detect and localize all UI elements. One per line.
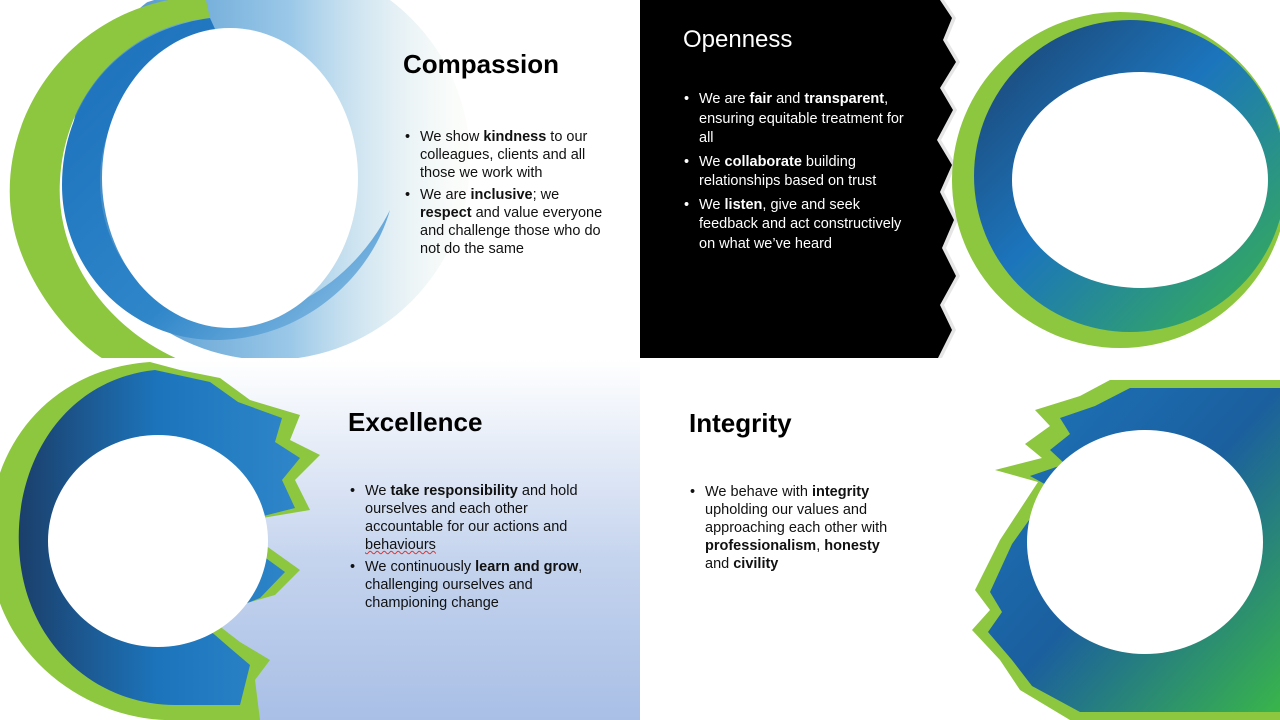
excellence-slide: Excellence We take responsibility and ho… xyxy=(0,360,640,720)
text-run: , ensuring equitable treatment for all xyxy=(699,91,904,146)
bold-text: respect xyxy=(420,205,472,221)
bullet-item: We are fair and transparent, ensuring eq… xyxy=(684,90,912,149)
bold-text: transparent xyxy=(804,91,885,107)
bullet-list: We are fair and transparent, ensuring eq… xyxy=(684,90,912,258)
ring-green-arc xyxy=(9,0,210,358)
gradient-ring-icon xyxy=(0,0,470,358)
bullet-item: We behave with integrity upholding our v… xyxy=(690,483,902,573)
text-run: We are xyxy=(699,91,750,107)
text-run: behaviours xyxy=(365,537,436,553)
bold-text: learn and grow xyxy=(475,559,579,575)
text-run: We continuously xyxy=(365,559,476,575)
bold-text: fair xyxy=(749,91,773,107)
bullet-item: We show kindness to our colleagues, clie… xyxy=(405,128,605,182)
bullet-item: We collaborate building relationships ba… xyxy=(684,153,912,192)
openness-slide: Openness We are fair and transparent, en… xyxy=(640,0,1280,358)
text-run: We xyxy=(699,196,725,213)
bullet-item: We continuously learn and grow, challeng… xyxy=(350,558,586,612)
text-run: We are xyxy=(420,187,471,203)
text-run: upholding our values and approaching eac… xyxy=(705,502,888,536)
ring-hole xyxy=(48,435,268,647)
text-run: ; we xyxy=(532,187,560,203)
bold-text: civility xyxy=(733,556,779,572)
text-run: We behave with xyxy=(705,484,812,500)
bold-text: listen xyxy=(724,196,763,213)
gradient-ring-icon xyxy=(972,380,1280,720)
gradient-ring-icon xyxy=(640,0,1280,358)
text-run: , xyxy=(816,538,825,554)
ring-hole xyxy=(1027,430,1263,654)
text-run: and hold ourselves and each other accoun… xyxy=(365,483,578,535)
text-run: and xyxy=(705,556,734,572)
compassion-slide: Compassion We show kindness to our colle… xyxy=(0,0,640,358)
bold-text: honesty xyxy=(824,538,880,554)
bold-text: integrity xyxy=(811,484,870,500)
bullet-list: We behave with integrity upholding our v… xyxy=(690,483,902,577)
slide-title: Openness xyxy=(683,26,793,53)
text-run: and xyxy=(772,91,805,107)
text-run: to our colleagues, clients and all those… xyxy=(420,129,588,181)
text-run: , give and seek feedback and act constru… xyxy=(699,196,902,252)
ring-hole xyxy=(1012,72,1268,288)
bold-text: collaborate xyxy=(724,153,802,170)
text-run: We show xyxy=(420,129,484,145)
slide-title: Integrity xyxy=(689,408,792,438)
text-run: and value everyone and challenge those w… xyxy=(420,205,603,257)
text-run: We xyxy=(699,153,725,170)
bullet-list: We take responsibility and hold ourselve… xyxy=(350,482,586,616)
slide-title: Excellence xyxy=(348,407,483,437)
ring-hole xyxy=(102,28,358,328)
text-run: , challenging ourselves and championing … xyxy=(365,559,583,611)
bullet-list: We show kindness to our colleagues, clie… xyxy=(405,128,605,262)
bullet-item: We listen, give and seek feedback and ac… xyxy=(684,196,912,255)
bold-text: kindness xyxy=(483,129,547,145)
bold-text: professionalism xyxy=(705,538,817,554)
bullet-item: We are inclusive; we respect and value e… xyxy=(405,186,605,258)
integrity-slide: Integrity We behave with integrity uphol… xyxy=(640,360,1280,720)
slide-title: Compassion xyxy=(403,49,560,79)
bullet-item: We take responsibility and hold ourselve… xyxy=(350,482,586,554)
text-run: building relationships based on trust xyxy=(699,153,877,190)
bold-text: inclusive xyxy=(470,187,533,203)
bold-text: take responsibility xyxy=(390,483,518,499)
text-run: We xyxy=(365,483,391,499)
